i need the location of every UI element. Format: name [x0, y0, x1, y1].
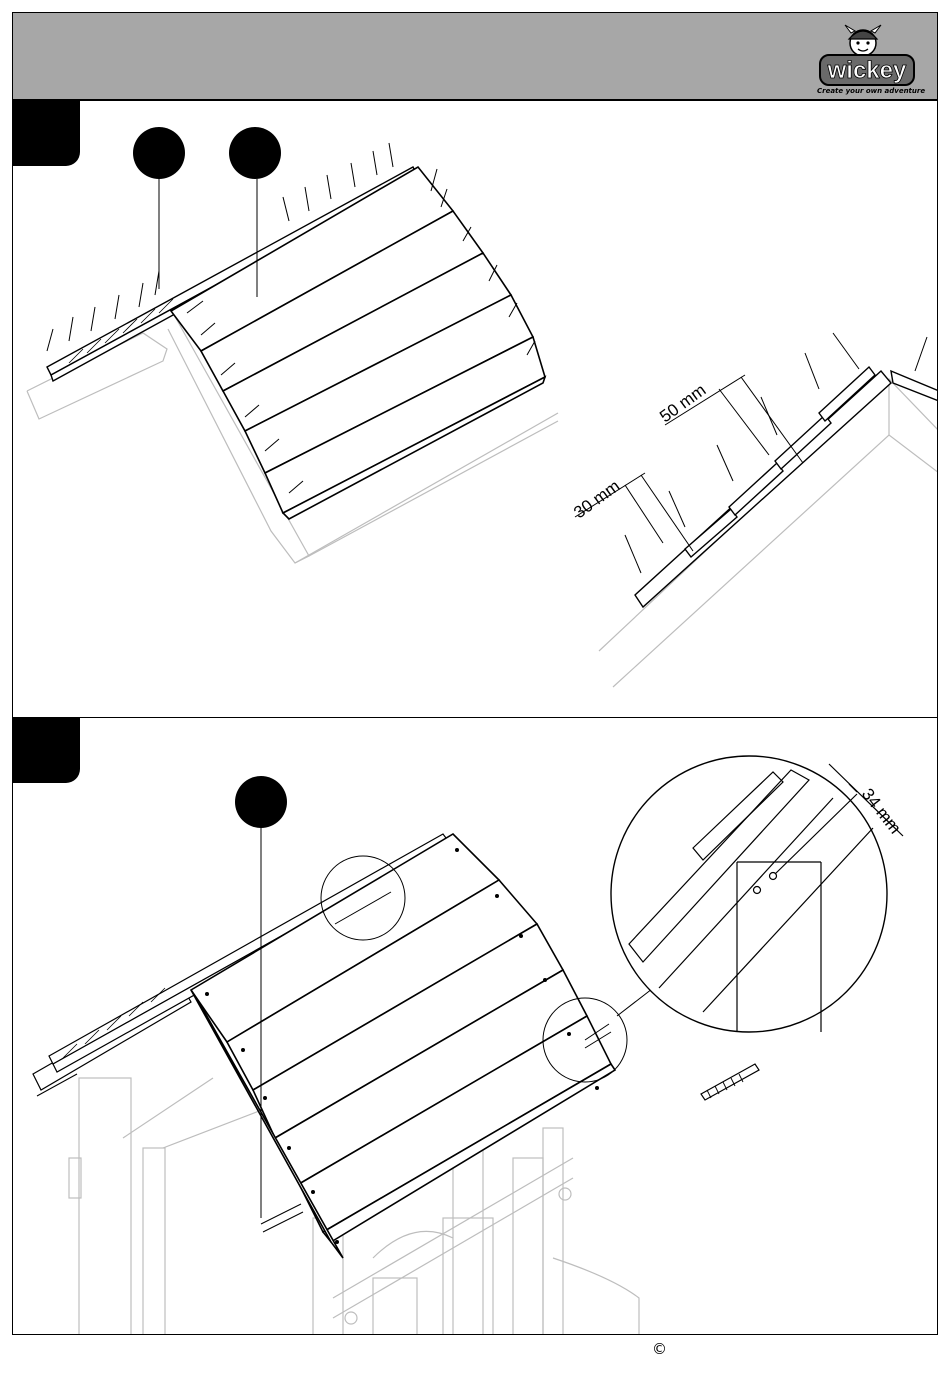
- step-1-illustration: 50 mm 30 mm: [13, 101, 938, 718]
- copyright-mark: ©: [652, 1340, 667, 1358]
- step-panel-2: 34 mm: [12, 717, 938, 1335]
- overlap-detail-nails: [625, 333, 927, 573]
- drill-bit-icon: [701, 1064, 759, 1100]
- overlap-detail-frame: [599, 379, 938, 687]
- detail-magnifier-large: [611, 756, 887, 1032]
- step-panel-1: 50 mm 30 mm: [12, 100, 938, 718]
- brand-tagline: Create your own adventure: [817, 87, 925, 95]
- brand-logo-art: wickey: [815, 21, 925, 97]
- brand-name: wickey: [827, 57, 907, 84]
- part-callout-circle: [235, 776, 287, 828]
- brand-logo: wickey Create your own adventure: [815, 21, 925, 97]
- part-callout-circle-2: [229, 127, 281, 179]
- dimension-label-50mm: 50 mm: [656, 380, 709, 426]
- step-2-illustration: 34 mm: [13, 718, 938, 1335]
- header-bar: wickey Create your own adventure: [12, 12, 938, 100]
- roof-boards: [191, 834, 615, 1258]
- roof-boards: [171, 167, 545, 519]
- dimension-50mm-lines: [665, 375, 803, 463]
- dimension-label-30mm: 30 mm: [570, 476, 623, 522]
- part-callout-circle-1: [133, 127, 185, 179]
